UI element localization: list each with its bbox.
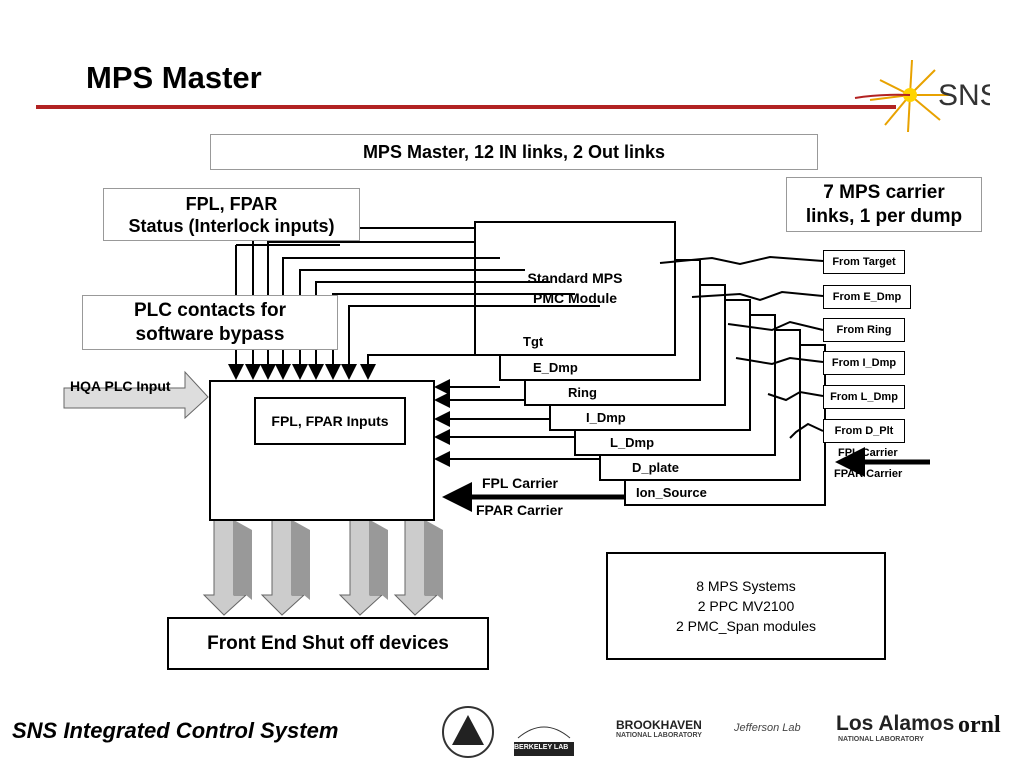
plc-contacts-line2: software bypass [135,323,285,345]
footer-title: SNS Integrated Control System [12,718,339,743]
brookhaven-logo-subtext: NATIONAL LABORATORY [616,732,702,739]
right-fpl-carrier-label: FPL Carrier [838,447,898,459]
from-ring-box: From Ring [823,318,905,342]
berkeley-logo [514,726,574,756]
from-e-dmp-box: From E_Dmp [823,285,911,309]
jefferson-logo-text: Jefferson Lab [734,722,801,734]
fpl-fpar-status-line2: Status (Interlock inputs) [128,215,335,236]
standard-module-line1: Standard MPS [527,270,623,286]
plc-contacts-line1: PLC contacts for [133,299,287,321]
stack-label-l-dmp: L_Dmp [610,435,655,450]
info-line1: 8 MPS Systems [696,578,796,594]
stack-label-d-plate: D_plate [632,460,679,475]
hqa-plc-input-label: HQA PLC Input [70,378,171,394]
stack-label-ring: Ring [568,385,597,400]
los-alamos-logo-text: Los Alamos [836,712,955,735]
fpl-fpar-status-line1: FPL, FPAR [185,193,278,214]
berkeley-logo-text: BERKELEY LAB [514,744,569,751]
title-rule [36,105,896,109]
carrier-links-box: 7 MPS carrier links, 1 per dump [786,177,982,232]
sns-logo: SNS [854,59,990,133]
right-fpar-carrier-label: FPAR Carrier [834,468,903,480]
standard-module-label: Standard MPS PMC Module [475,268,675,308]
standard-module-line2: PMC Module [533,290,617,306]
stack-label-i-dmp: I_Dmp [586,410,626,425]
fpl-carrier-label: FPL Carrier [482,475,558,491]
header-box: MPS Master, 12 IN links, 2 Out links [210,134,818,170]
info-line3: 2 PMC_Span modules [675,618,817,634]
stack-label-e-dmp: E_Dmp [533,360,578,375]
los-alamos-logo-subtext: NATIONAL LABORATORY [838,736,924,743]
carrier-links-line2: links, 1 per dump [805,205,963,227]
stack-label-ion-source: Ion_Source [636,485,707,500]
from-d-plt-box: From D_Plt [823,419,905,443]
plc-contacts-box: PLC contacts for software bypass [82,295,338,350]
stack-label-tgt: Tgt [523,334,544,349]
info-line2: 2 PPC MV2100 [697,598,795,614]
carrier-links-line1: 7 MPS carrier [823,181,945,203]
fpl-fpar-status-box: FPL, FPAR Status (Interlock inputs) [103,188,360,241]
from-l-dmp-box: From L_Dmp [823,385,905,409]
page-title: MPS Master [86,60,262,95]
ornl-logo-text: ornl [958,712,1001,738]
front-end-box: Front End Shut off devices [167,617,489,670]
brookhaven-logo-text: BROOKHAVEN [616,718,702,732]
argonne-logo [442,706,494,758]
fpl-fpar-inputs-box: FPL, FPAR Inputs [254,397,406,445]
fpar-carrier-label: FPAR Carrier [476,502,563,518]
info-box: 8 MPS Systems 2 PPC MV2100 2 PMC_Span mo… [606,552,886,660]
sns-logo-text: SNS [938,79,990,112]
from-i-dmp-box: From I_Dmp [823,351,905,375]
from-target-box: From Target [823,250,905,274]
